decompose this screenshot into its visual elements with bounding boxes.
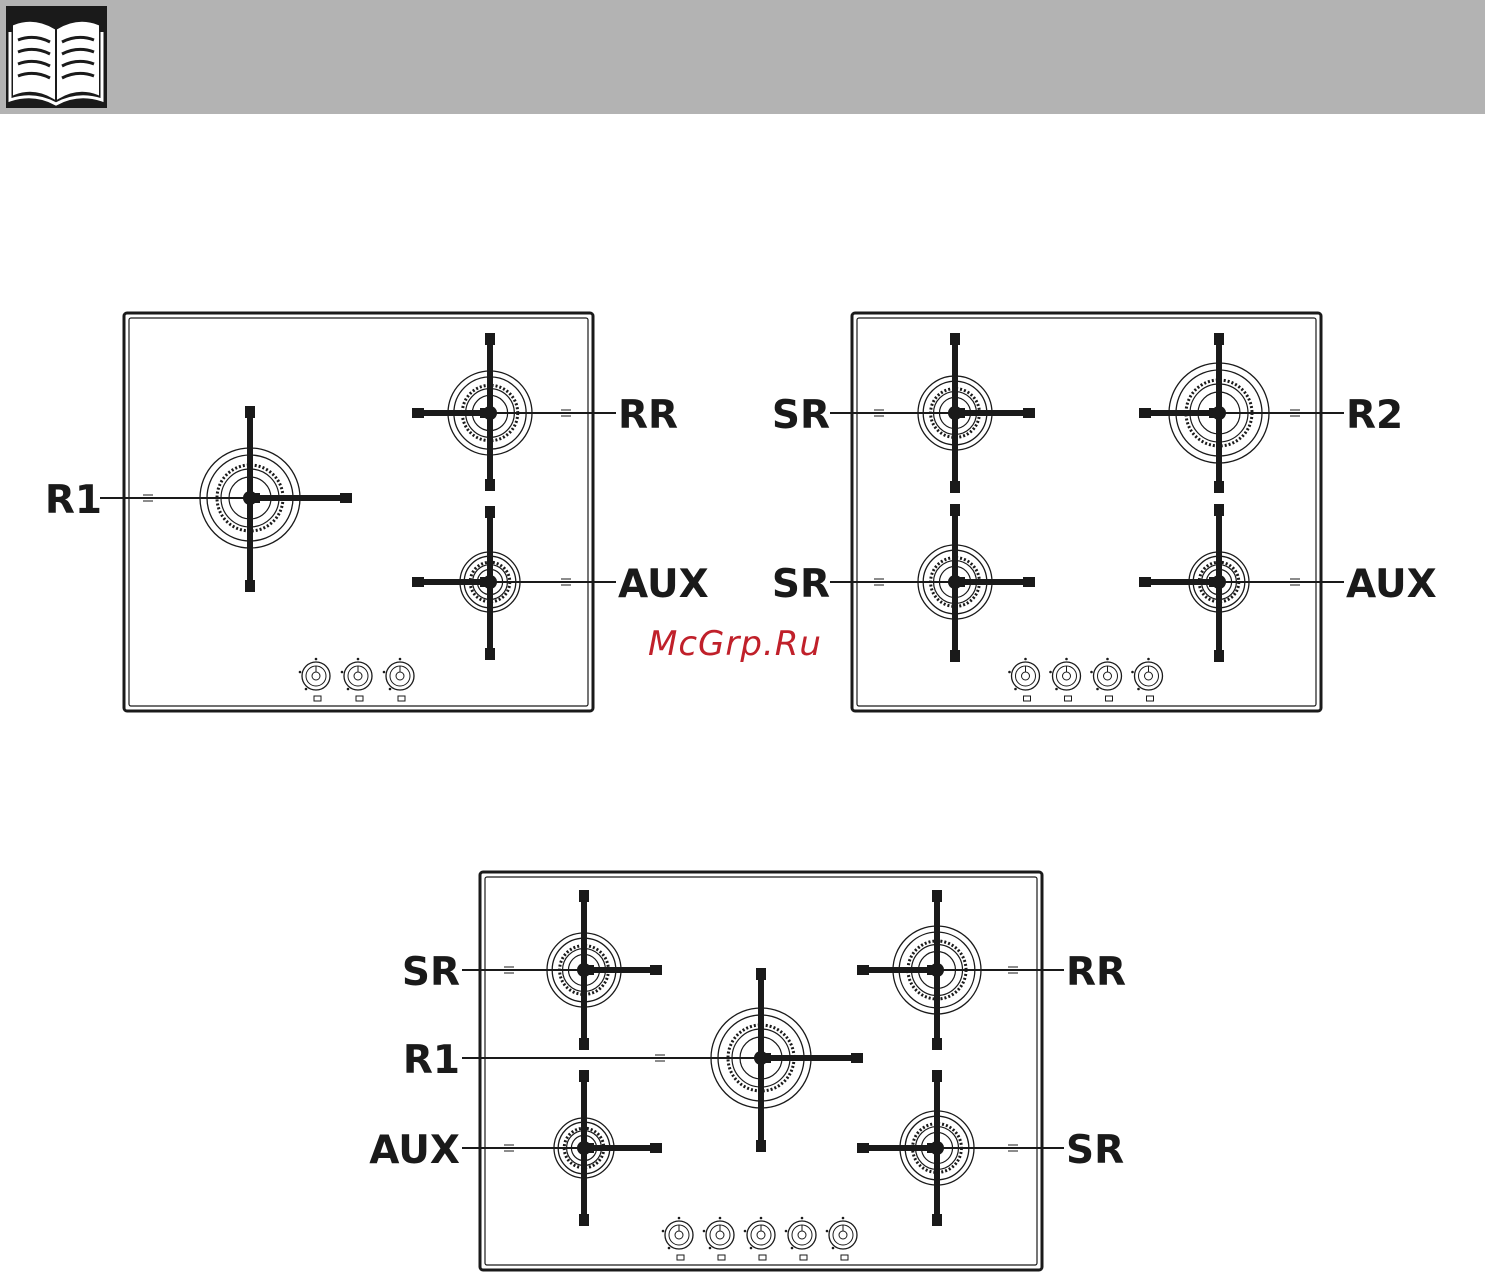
hob-inner-frame: [857, 318, 1316, 706]
hob-frame: [852, 313, 1321, 711]
burner-position-symbol: [314, 696, 321, 701]
control-knob: [341, 658, 372, 701]
pan-support: [857, 890, 944, 1050]
burner-position-symbol: [800, 1255, 807, 1260]
burner-position-symbol: [1106, 696, 1113, 701]
hob-60-3-burner: R1 RR AUX: [45, 313, 709, 711]
burner-label-aux: AUX: [1346, 562, 1437, 607]
pan-support: [948, 333, 1035, 493]
control-knob: [1131, 658, 1162, 701]
control-knob: [1008, 658, 1039, 701]
control-knob: [662, 1217, 693, 1260]
pan-support: [1139, 504, 1226, 662]
burner-position-symbol: [398, 696, 405, 701]
burner-position-symbol: [356, 696, 363, 701]
burner-label-sr: SR: [772, 562, 830, 607]
pan-support: [857, 1070, 944, 1226]
control-knob: [1049, 658, 1080, 701]
hob-inner-frame: [129, 318, 588, 706]
burner-label-sr: SR: [772, 393, 830, 438]
burner-label-aux: AUX: [618, 562, 709, 607]
control-knob: [1090, 658, 1121, 701]
control-knob: [744, 1217, 775, 1260]
pan-support: [412, 333, 497, 491]
control-knob: [785, 1217, 816, 1260]
control-knob: [383, 658, 414, 701]
burner-position-symbol: [718, 1255, 725, 1260]
burner-position-symbol: [677, 1255, 684, 1260]
pan-support: [577, 890, 662, 1050]
pan-support: [754, 968, 863, 1152]
control-knob: [299, 658, 330, 701]
burner-label-r2: R2: [1346, 393, 1403, 438]
burner-position-symbol: [1065, 696, 1072, 701]
burner-label-aux: AUX: [369, 1128, 460, 1173]
burner-label-sr: SR: [1066, 1128, 1124, 1173]
burner-position-symbol: [1024, 696, 1031, 701]
burner-label-sr: SR: [402, 950, 460, 995]
pan-support: [577, 1070, 662, 1226]
burner-position-symbol: [759, 1255, 766, 1260]
pan-support: [1139, 333, 1226, 493]
watermark: McGrp.Ru: [648, 624, 822, 664]
burner-position-symbol: [1147, 696, 1154, 701]
burner-position-symbol: [841, 1255, 848, 1260]
burner-label-r1: R1: [403, 1038, 460, 1083]
pan-support: [243, 406, 352, 592]
control-knob: [826, 1217, 857, 1260]
hob-frame: [124, 313, 593, 711]
pan-support: [412, 506, 497, 660]
burner-label-r1: R1: [45, 478, 102, 523]
pan-support: [948, 504, 1035, 662]
burner-label-rr: RR: [618, 393, 678, 438]
burner-label-rr: RR: [1066, 950, 1126, 995]
control-knob: [703, 1217, 734, 1260]
